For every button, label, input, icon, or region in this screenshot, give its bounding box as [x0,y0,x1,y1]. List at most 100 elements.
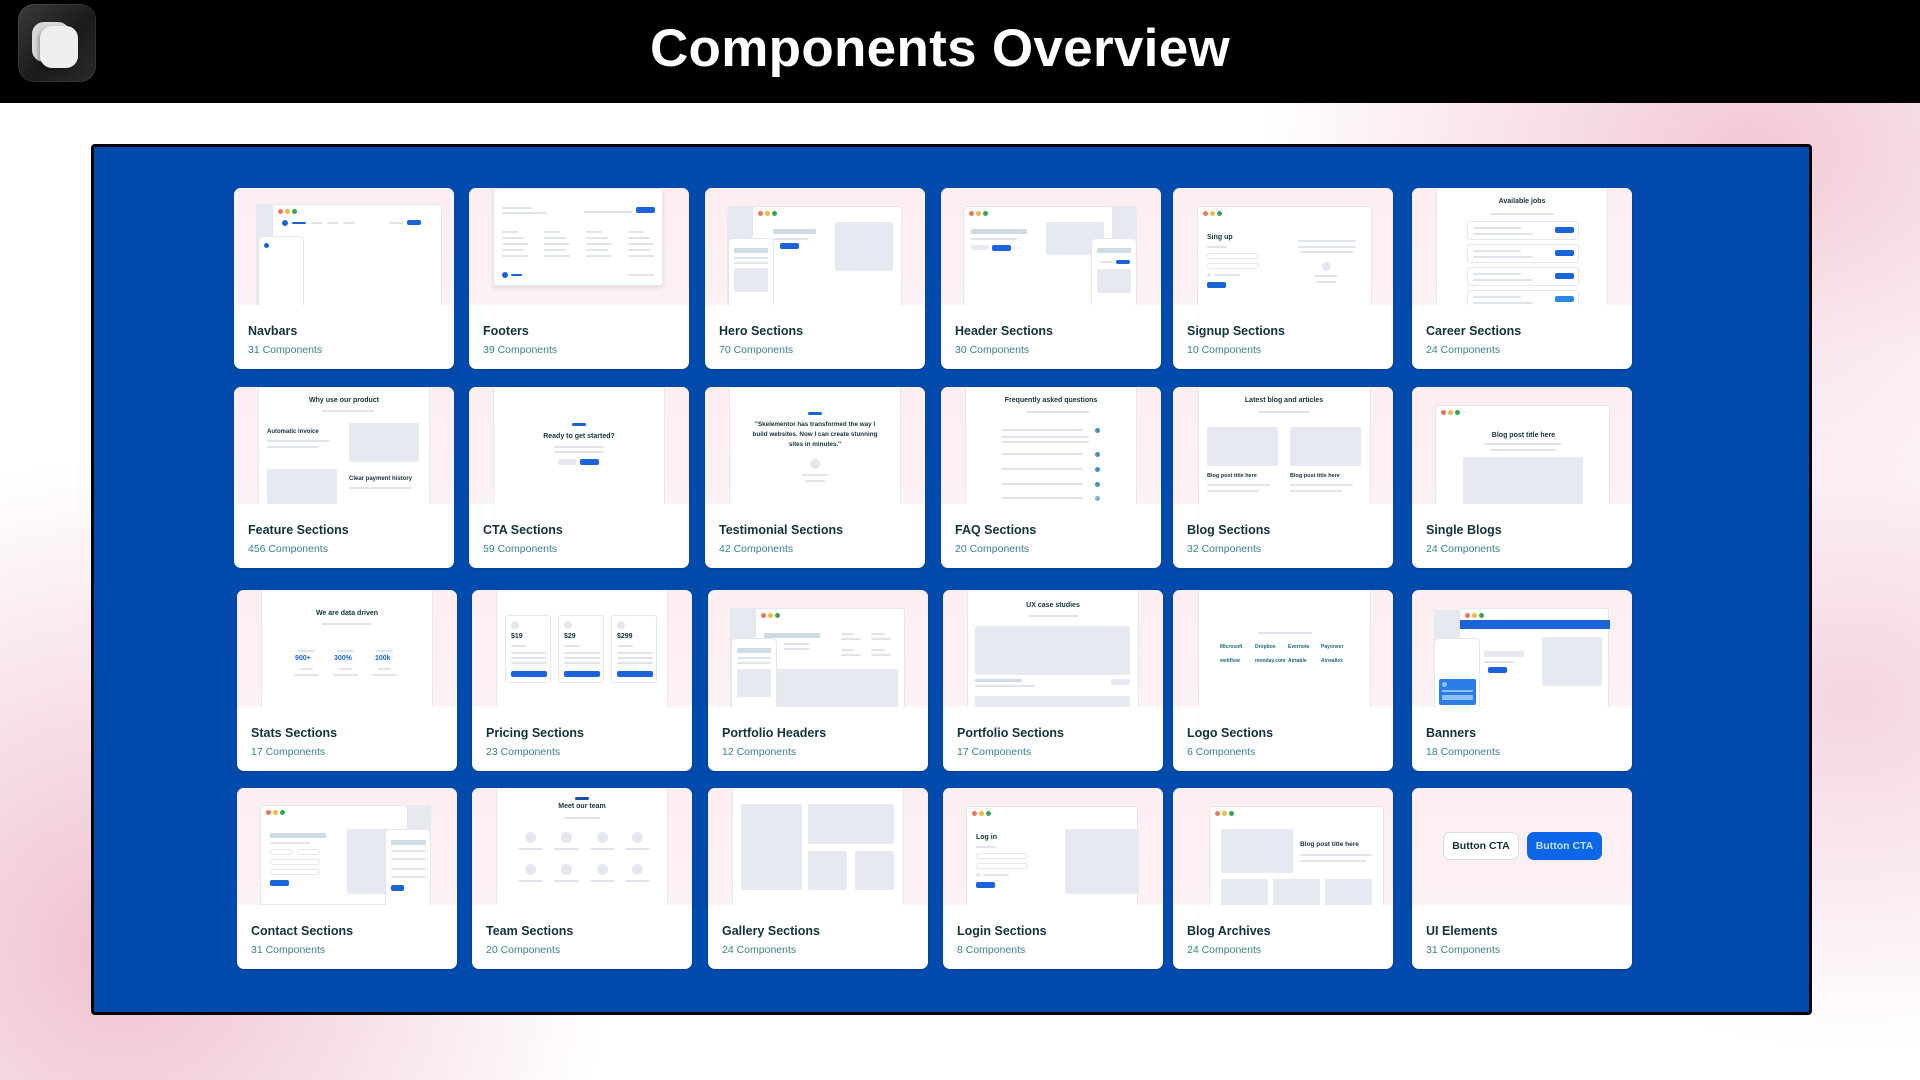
card-count: 12 Components [722,746,797,758]
card-title: Navbars [248,324,298,338]
career-preview: Available jobs [1412,188,1632,305]
card-title: Career Sections [1426,324,1522,338]
card-title: Logo Sections [1187,726,1274,740]
card-blog-sections[interactable]: Latest blog and articles Blog post title… [1173,387,1393,568]
login-preview: Log in [943,788,1163,905]
card-title: Contact Sections [251,924,354,938]
card-cta-sections[interactable]: Ready to get started? CTA Sections 59 Co… [469,387,689,568]
signup-preview: Sing up [1173,188,1393,305]
banners-preview [1412,590,1632,707]
faq-preview: Frequently asked questions [941,387,1161,504]
card-title: Single Blogs [1426,523,1502,537]
card-count: 10 Components [1187,344,1262,356]
card-faq-sections[interactable]: Frequently asked questions FAQ Sections … [941,387,1161,568]
card-count: 24 Components [1426,344,1501,356]
card-title: Blog Archives [1187,924,1271,938]
card-title: Portfolio Sections [957,726,1064,740]
card-count: 31 Components [1426,944,1501,956]
card-portfolio-headers[interactable]: Portfolio Headers 12 Components [708,590,928,771]
card-count: 24 Components [1187,944,1262,956]
logo-preview: Microsoft Dropbox Evernote Payoneer webf… [1173,590,1393,707]
header-preview [941,188,1161,305]
card-title: Pricing Sections [486,726,584,740]
card-count: 31 Components [251,944,326,956]
navbars-preview [234,188,454,305]
team-preview: Meet our team [472,788,692,905]
card-stats-sections[interactable]: We are data driven 900+ 300% 100k Stats … [237,590,457,771]
card-login-sections[interactable]: Log in Login Sections 8 Components [943,788,1163,969]
card-count: 8 Components [957,944,1026,956]
card-count: 70 Components [719,344,794,356]
card-testimonial-sections[interactable]: "Skelementor has transformed the way I b… [705,387,925,568]
contact-preview [237,788,457,905]
card-portfolio-sections[interactable]: UX case studies Portfolio Sections 17 Co… [943,590,1163,771]
card-title: FAQ Sections [955,523,1037,537]
card-count: 456 Components [248,543,328,555]
card-pricing-sections[interactable]: $19 $29 $299 Pricing Sections 23 Comp [472,590,692,771]
footers-preview [469,188,689,305]
card-gallery-sections[interactable]: Gallery Sections 24 Components [708,788,928,969]
testimonial-preview: "Skelementor has transformed the way I b… [705,387,925,504]
card-career-sections[interactable]: Available jobs Career Sections 24 Compon… [1412,188,1632,369]
page-title: Components Overview [649,19,1230,78]
card-count: 17 Components [957,746,1032,758]
card-banners[interactable]: Banners 18 Components [1412,590,1632,771]
card-count: 24 Components [722,944,797,956]
card-count: 20 Components [486,944,561,956]
pricing-preview: $19 $29 $299 [472,590,692,707]
card-title: Team Sections [486,924,574,938]
card-footers[interactable]: Footers 39 Components [469,188,689,369]
card-title: Testimonial Sections [719,523,844,537]
card-title: Header Sections [955,324,1053,338]
card-title: UI Elements [1426,924,1498,938]
card-title: Stats Sections [251,726,338,740]
card-count: 6 Components [1187,746,1256,758]
card-contact-sections[interactable]: Contact Sections 31 Components [237,788,457,969]
card-count: 32 Components [1187,543,1262,555]
card-blog-archives[interactable]: Blog post title here Blog Archives 24 Co… [1173,788,1393,969]
card-count: 39 Components [483,344,558,356]
card-title: Hero Sections [719,324,804,338]
card-count: 59 Components [483,543,558,555]
top-bar: Components Overview [0,0,1920,103]
card-title: Signup Sections [1187,324,1285,338]
card-count: 31 Components [248,344,323,356]
card-title: Blog Sections [1187,523,1271,537]
portfolio-headers-preview [708,590,928,707]
card-title: Banners [1426,726,1477,740]
card-title: Feature Sections [248,523,349,537]
card-title: Portfolio Headers [722,726,827,740]
blog-preview: Latest blog and articles Blog post title… [1173,387,1393,504]
cta-preview: Ready to get started? [469,387,689,504]
card-count: 30 Components [955,344,1030,356]
card-hero-sections[interactable]: Hero Sections 70 Components [705,188,925,369]
hero-preview [705,188,925,305]
stats-preview: We are data driven 900+ 300% 100k [237,590,457,707]
gallery-preview [708,788,928,905]
card-single-blogs[interactable]: Blog post title here Single Blogs 24 Com… [1412,387,1632,568]
single-blog-preview: Blog post title here [1412,387,1632,504]
blog-archives-preview: Blog post title here [1173,788,1393,905]
secondary-button-sample: Button CTA [1443,832,1519,860]
card-header-sections[interactable]: Header Sections 30 Components [941,188,1161,369]
primary-button-sample: Button CTA [1527,832,1602,860]
card-count: 20 Components [955,543,1030,555]
card-title: Footers [483,324,529,338]
card-count: 42 Components [719,543,794,555]
card-ui-elements[interactable]: Button CTA Button CTA UI Elements 31 Com… [1412,788,1632,969]
ui-elements-preview: Button CTA Button CTA [1412,788,1632,905]
card-title: Login Sections [957,924,1047,938]
card-title: Gallery Sections [722,924,820,938]
card-feature-sections[interactable]: Why use our product Automatic invoice Cl… [234,387,454,568]
portfolio-sections-preview: UX case studies [943,590,1163,707]
card-navbars[interactable]: Navbars 31 Components [234,188,454,369]
card-signup-sections[interactable]: Sing up Signup Sections 10 Components [1173,188,1393,369]
card-logo-sections[interactable]: Microsoft Dropbox Evernote Payoneer webf… [1173,590,1393,771]
card-count: 23 Components [486,746,561,758]
card-count: 18 Components [1426,746,1501,758]
feature-preview: Why use our product Automatic invoice Cl… [234,387,454,504]
card-team-sections[interactable]: Meet our team Team Sections 20 Component… [472,788,692,969]
card-title: CTA Sections [483,523,563,537]
app-logo-icon [18,4,96,82]
card-count: 24 Components [1426,543,1501,555]
